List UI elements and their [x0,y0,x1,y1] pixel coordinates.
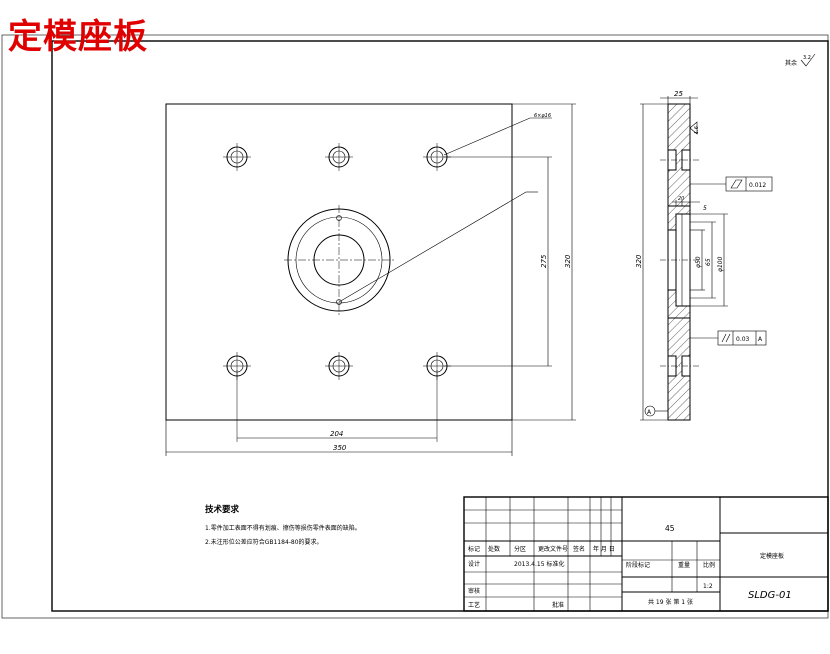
tb-drawing-name: 定模座板 [760,552,784,560]
tb-h-sign: 签名 [573,545,585,553]
datum-label: A [647,409,652,416]
tb-scale-value: 1:2 [703,583,713,590]
section-view: 25 1.6 320 φ50 65 φ100 20 5 0.012 [635,90,773,421]
dim-section-height: 320 [635,254,643,268]
dim-d-mid: 65 [705,258,712,266]
tb-drawing-number: SLDG-01 [748,590,792,601]
dim-d-small: φ50 [695,256,702,268]
tb-date-sign: 2013.4.15 标准化 [514,560,564,568]
front-view: 6×φ16 350 204 320 275 [165,103,576,456]
notes-line-1: 1.零件加工表面不得有划痕、擦伤等损伤零件表面的缺陷。 [205,524,361,532]
tb-h-change: 更改文件号 [538,545,568,553]
mounting-hole [325,143,353,171]
tb-sheets: 共 19 张 第 1 张 [648,598,693,606]
hole-callout: 6×φ16 [534,113,551,119]
flatness-frame [725,176,773,192]
mounting-hole [223,143,251,171]
drawing-title: 定模座板 [8,17,148,57]
dim-hole-span-y: 275 [540,254,548,268]
tb-approve: 批准 [552,601,564,609]
notes-line-2: 2.未注形位公差应符合GB1184-80的要求。 [205,538,323,546]
face-roughness: 1.6 [694,126,700,134]
flatness-value: 0.012 [749,182,766,189]
tb-process: 工艺 [468,601,480,609]
tb-h-count: 处数 [488,545,500,553]
center-feature [284,205,394,315]
dim-hole-span-x: 204 [330,430,343,438]
technical-notes: 技术要求 1.零件加工表面不得有划痕、擦伤等损伤零件表面的缺陷。 2.未注形位公… [205,504,361,546]
tb-designer: 设计 [468,560,480,568]
parallel-icon [721,333,727,343]
sheet-outer-border [1,34,829,619]
dim-height-total: 320 [564,254,572,268]
center-leader [338,191,527,303]
roughness-label: 其余 [785,59,797,67]
parallel-frame [717,330,767,346]
tb-material: 45 [665,524,675,533]
dim-thickness: 25 [674,90,683,98]
tb-weight: 重量 [678,561,690,569]
tb-h-date: 年 月 日 [593,545,615,553]
plate-outline [165,103,513,421]
tb-scale: 比例 [703,561,715,569]
title-block: 45 阶段标记 重量 比例 1:2 共 19 张 第 1 张 定模座板 SLDG… [463,496,829,612]
dim-width-total: 350 [333,444,347,452]
sheet-inner-frame [51,40,829,612]
parallel-value: 0.03 [736,336,750,343]
flatness-icon [730,179,743,189]
dim-step: 5 [703,205,707,212]
tb-h-mark: 标记 [468,545,480,553]
dim-d-large: φ100 [717,256,724,272]
notes-heading: 技术要求 [205,504,240,515]
tb-review: 审核 [468,587,480,595]
mounting-hole [325,352,353,380]
roughness-symbol: 其余 3.2 [785,53,816,67]
roughness-value: 3.2 [803,55,811,61]
tb-stage-mark: 阶段标记 [626,561,650,569]
tb-h-zone: 分区 [514,545,526,553]
dim-step2: 20 [678,196,684,202]
hole-leader [443,117,531,156]
parallel-datum: A [758,336,763,343]
